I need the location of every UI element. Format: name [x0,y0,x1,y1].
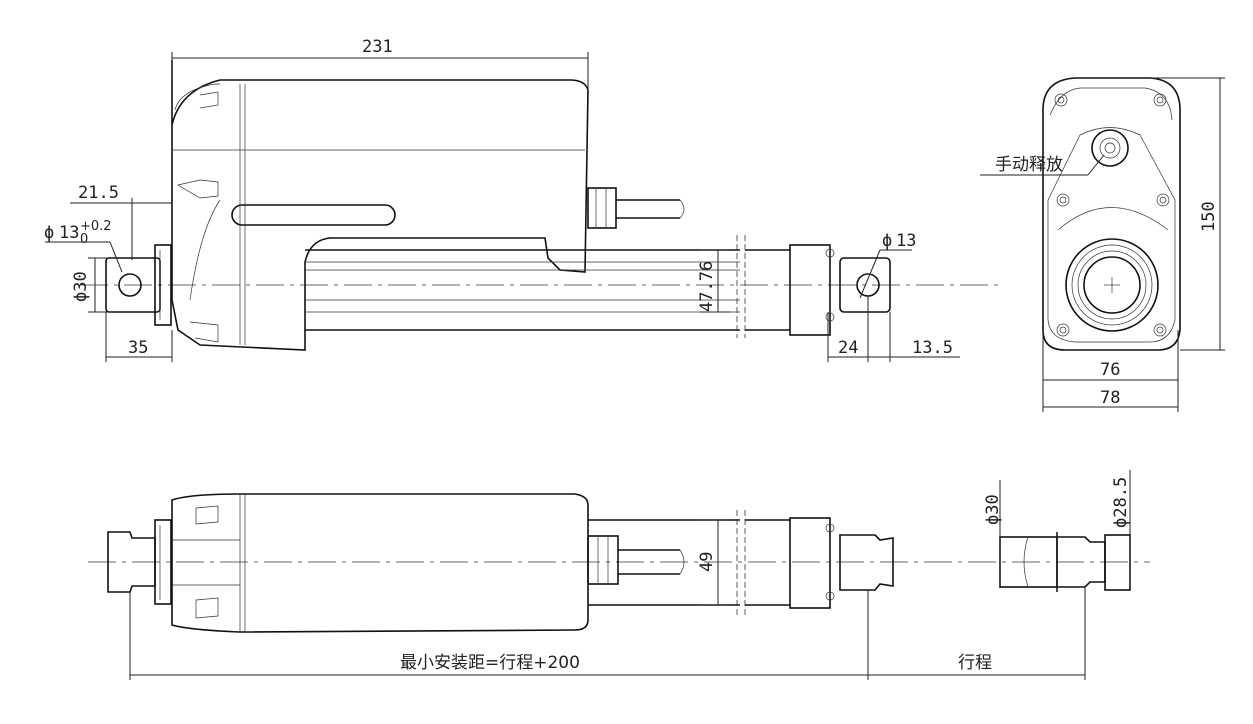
dim-24: 24 [838,338,858,358]
dim-76: 76 [1100,360,1120,380]
dim-47-76: 47.76 [697,261,717,312]
dim-phi30-left: ϕ30 [71,271,91,302]
dim-phi-symbol-3: ϕ [882,231,892,251]
plan-view: 49 ϕ30 ϕ28.5 最小安装距=行程+200 行程 [88,470,1150,680]
end-view: 手动释放 150 76 78 [980,77,1225,412]
dim-49: 49 [697,552,717,572]
dim-78: 78 [1100,388,1120,408]
dim-13-rod: 13 [896,231,916,251]
dim-13-5: 13.5 [912,338,953,358]
dim-phi-symbol-1: ϕ [44,223,54,243]
dim-30-left-value: 30 [71,271,91,291]
dim-150: 150 [1199,201,1219,232]
dim-phi-symbol-5: ϕ [1111,518,1131,528]
dim-phi28-5: ϕ28.5 [1111,477,1131,528]
dim-28-5-value: 28.5 [1111,477,1131,518]
dim-30-right-value: 30 [983,494,1003,514]
dim-phi-symbol-4: ϕ [983,515,1003,525]
dim-13-hole: 13 [59,223,79,243]
dim-phi-symbol-2: ϕ [71,292,91,302]
manual-release-label: 手动释放 [995,155,1063,175]
dim-13-tol-upper: +0.2 [80,219,112,234]
dim-13-tol-lower: 0 [80,232,88,247]
dim-231: 231 [362,37,393,57]
dim-phi30-right: ϕ30 [983,494,1003,525]
min-install-label: 最小安装距=行程+200 [400,653,580,673]
stroke-label: 行程 [958,653,992,673]
dim-35: 35 [128,338,148,358]
side-view: 231 21.5 ϕ 13 +0.2 0 ϕ30 35 47.76 ϕ 1 [44,37,1000,362]
dim-21-5: 21.5 [78,183,119,203]
